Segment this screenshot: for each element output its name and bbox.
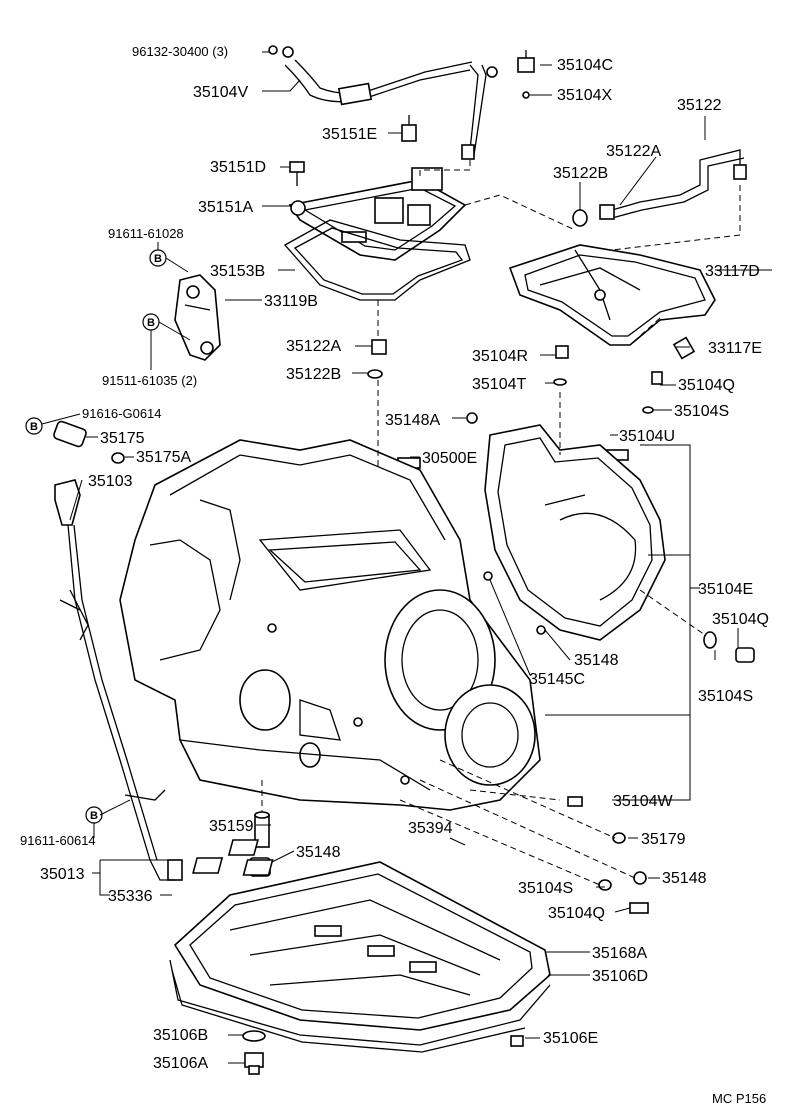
- label-91611-60614: 91611-60614: [20, 833, 96, 848]
- alignment-lines: [261, 160, 741, 886]
- svg-text:B: B: [154, 253, 162, 265]
- label-35148-b: 35148: [296, 844, 341, 861]
- bolt-marker-4: B: [85, 806, 103, 824]
- svg-text:B: B: [30, 421, 38, 433]
- svg-text:B: B: [147, 317, 155, 329]
- side-cover-part: [508, 244, 716, 346]
- label-35159: 35159: [209, 818, 254, 835]
- label-35175: 35175: [100, 430, 145, 447]
- label-35106A: 35106A: [153, 1055, 208, 1072]
- label-35151E: 35151E: [322, 126, 377, 143]
- label-35148-a: 35148: [574, 652, 619, 669]
- label-35104V: 35104V: [193, 84, 248, 101]
- bolt-marker-2: B: [142, 313, 160, 331]
- label-35122A-mid: 35122A: [286, 338, 341, 355]
- bolt-marker-3: B: [25, 417, 43, 435]
- label-35106B: 35106B: [153, 1027, 208, 1044]
- label-35103: 35103: [88, 473, 133, 490]
- label-35104T: 35104T: [472, 376, 526, 393]
- label-35104R: 35104R: [472, 348, 528, 365]
- label-33117D: 33117D: [705, 263, 760, 280]
- label-91511-61035: 91511-61035 (2): [102, 373, 197, 388]
- label-35122A-top: 35122A: [606, 143, 661, 160]
- label-35145C: 35145C: [529, 671, 585, 688]
- label-35151A: 35151A: [198, 199, 253, 216]
- label-35153B: 35153B: [210, 263, 265, 280]
- part-labels: 96132-30400 (3) 35104V 35104C 35104X 351…: [20, 44, 769, 1106]
- label-91616-G0614: 91616-G0614: [82, 406, 162, 421]
- label-35104U: 35104U: [619, 428, 675, 445]
- label-35104C: 35104C: [557, 57, 613, 74]
- label-35175A: 35175A: [136, 449, 191, 466]
- svg-text:B: B: [90, 810, 98, 822]
- label-35179: 35179: [641, 831, 686, 848]
- drain-plug-part: [242, 1030, 524, 1075]
- label-91611-61028: 91611-61028: [108, 226, 184, 241]
- transaxle-case-part: [119, 439, 541, 811]
- label-35104S-c: 35104S: [518, 880, 573, 897]
- label-96132: 96132-30400 (3): [132, 44, 228, 59]
- label-35013: 35013: [40, 866, 85, 883]
- label-35104X: 35104X: [557, 87, 612, 104]
- label-35168A: 35168A: [592, 945, 647, 962]
- dipstick-part: [54, 479, 183, 881]
- breather-hose-part: [268, 45, 498, 160]
- rear-case-part: [484, 424, 666, 641]
- pan-gasket-part: [169, 959, 551, 1053]
- label-35104S-b: 35104S: [698, 688, 753, 705]
- label-35336: 35336: [108, 888, 153, 905]
- oil-cooler-pipe-part: [572, 149, 747, 227]
- label-35104E: 35104E: [698, 581, 753, 598]
- leader-lines: [41, 51, 772, 1064]
- bolt-marker-1: B: [149, 249, 167, 267]
- oil-pan-part: [173, 861, 551, 1031]
- label-35151D: 35151D: [210, 159, 266, 176]
- label-35122: 35122: [677, 97, 722, 114]
- breather-plug-part: [517, 50, 535, 99]
- label-35104Q-b: 35104Q: [712, 611, 769, 628]
- label-35106E: 35106E: [543, 1030, 598, 1047]
- label-30500E: 30500E: [422, 450, 477, 467]
- label-35394: 35394: [408, 820, 453, 837]
- label-35122B-top: 35122B: [553, 165, 608, 182]
- label-mc-code: MC P156: [712, 1091, 766, 1106]
- label-33117E: 33117E: [708, 340, 762, 357]
- label-35122B-mid: 35122B: [286, 366, 341, 383]
- label-35148A: 35148A: [385, 412, 440, 429]
- plug-35151E-part: [401, 115, 417, 142]
- bracket-part: [174, 274, 221, 361]
- small-fittings: [367, 336, 755, 914]
- magnets-35394-part: [192, 839, 274, 876]
- valve-body-gasket-part: [283, 219, 471, 301]
- speed-sensor-part: [53, 420, 125, 464]
- valve-body-part: [288, 167, 467, 261]
- strainer-tube-part: [254, 811, 270, 848]
- label-33119B: 33119B: [264, 293, 318, 310]
- label-35104Q-c: 35104Q: [548, 905, 605, 922]
- label-35104Q-a: 35104Q: [678, 377, 735, 394]
- label-35106D: 35106D: [592, 968, 648, 985]
- label-35104W: 35104W: [613, 793, 673, 810]
- label-35148-c: 35148: [662, 870, 707, 887]
- bolt-35151D-part: [289, 161, 305, 186]
- label-35104S-a: 35104S: [674, 403, 729, 420]
